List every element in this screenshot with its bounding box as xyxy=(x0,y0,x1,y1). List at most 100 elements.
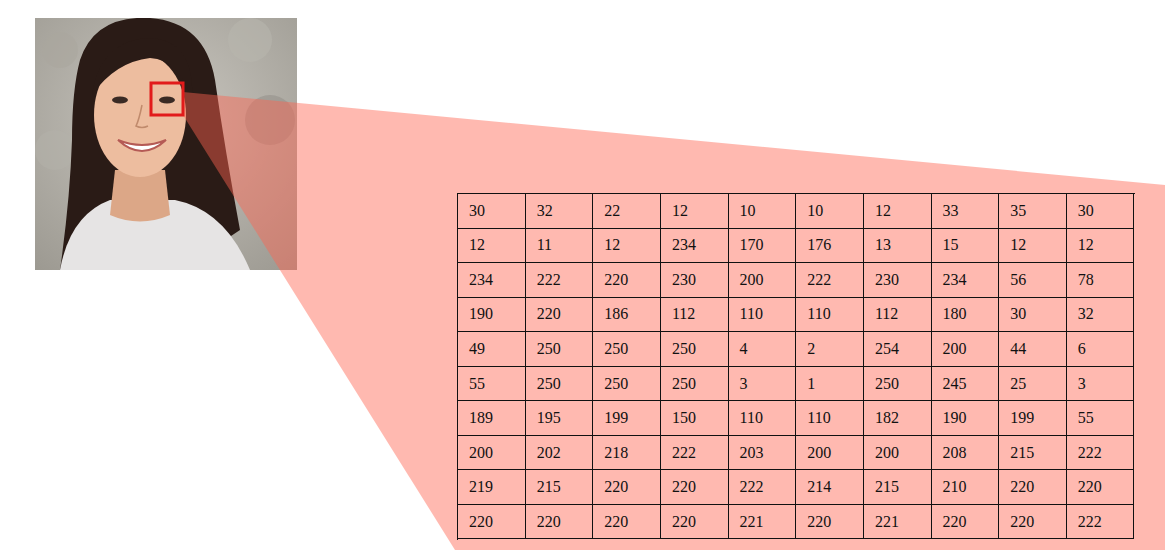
table-cell: 11 xyxy=(526,229,594,264)
pixel-value: 190 xyxy=(943,409,967,427)
pixel-value: 245 xyxy=(943,375,967,393)
table-cell: 203 xyxy=(729,436,797,471)
table-cell: 220 xyxy=(593,505,661,540)
pixel-value: 78 xyxy=(1078,271,1094,289)
table-cell: 12 xyxy=(661,194,729,229)
table-cell: 208 xyxy=(932,436,1000,471)
pixel-value: 222 xyxy=(807,271,831,289)
table-cell: 200 xyxy=(796,436,864,471)
table-cell: 78 xyxy=(1067,263,1135,298)
pixel-value: 250 xyxy=(604,340,628,358)
pixel-value: 222 xyxy=(1078,513,1102,531)
pixel-table: 3032221210101233353012111223417017613151… xyxy=(457,193,1135,540)
pixel-value: 215 xyxy=(1010,444,1034,462)
table-cell: 250 xyxy=(593,332,661,367)
pixel-value: 15 xyxy=(943,236,959,254)
table-cell: 245 xyxy=(932,367,1000,402)
pixel-value: 35 xyxy=(1010,202,1026,220)
table-cell: 110 xyxy=(796,298,864,333)
pixel-value: 220 xyxy=(943,513,967,531)
pixel-value: 234 xyxy=(469,271,493,289)
table-cell: 12 xyxy=(864,194,932,229)
pixel-value: 22 xyxy=(604,202,620,220)
pixel-value: 30 xyxy=(1010,305,1026,323)
pixel-value: 200 xyxy=(943,340,967,358)
pixel-value: 220 xyxy=(1010,513,1034,531)
table-cell: 215 xyxy=(999,436,1067,471)
pixel-value: 200 xyxy=(875,444,899,462)
table-cell: 250 xyxy=(864,367,932,402)
table-cell: 110 xyxy=(729,401,797,436)
pixel-value: 220 xyxy=(672,513,696,531)
table-cell: 110 xyxy=(729,298,797,333)
pixel-value: 222 xyxy=(537,271,561,289)
table-cell: 6 xyxy=(1067,332,1135,367)
pixel-value: 210 xyxy=(943,478,967,496)
table-cell: 55 xyxy=(458,367,526,402)
table-cell: 250 xyxy=(593,367,661,402)
table-cell: 33 xyxy=(932,194,1000,229)
table-cell: 220 xyxy=(999,470,1067,505)
table-cell: 12 xyxy=(999,229,1067,264)
table-cell: 25 xyxy=(999,367,1067,402)
pixel-value: 250 xyxy=(604,375,628,393)
table-cell: 189 xyxy=(458,401,526,436)
pixel-value: 30 xyxy=(469,202,485,220)
pixel-value: 10 xyxy=(807,202,823,220)
pixel-value: 2 xyxy=(807,340,815,358)
table-cell: 220 xyxy=(932,505,1000,540)
table-cell: 12 xyxy=(593,229,661,264)
table-cell: 12 xyxy=(1067,229,1135,264)
pixel-value: 56 xyxy=(1010,271,1026,289)
pixel-value: 208 xyxy=(943,444,967,462)
table-cell: 222 xyxy=(796,263,864,298)
table-cell: 200 xyxy=(458,436,526,471)
pixel-value: 150 xyxy=(672,409,696,427)
table-cell: 110 xyxy=(796,401,864,436)
table-cell: 215 xyxy=(526,470,594,505)
pixel-value: 170 xyxy=(740,236,764,254)
pixel-value: 4 xyxy=(740,340,748,358)
pixel-value: 222 xyxy=(740,478,764,496)
pixel-value: 222 xyxy=(1078,444,1102,462)
pixel-value: 220 xyxy=(537,513,561,531)
pixel-value: 230 xyxy=(875,271,899,289)
table-cell: 15 xyxy=(932,229,1000,264)
table-cell: 112 xyxy=(864,298,932,333)
table-cell: 200 xyxy=(729,263,797,298)
pixel-value: 250 xyxy=(537,375,561,393)
pixel-value: 220 xyxy=(604,478,628,496)
pixel-value: 199 xyxy=(604,409,628,427)
pixel-value: 55 xyxy=(1078,409,1094,427)
table-cell: 202 xyxy=(526,436,594,471)
table-cell: 234 xyxy=(458,263,526,298)
table-cell: 30 xyxy=(999,298,1067,333)
table-cell: 220 xyxy=(526,505,594,540)
pixel-value: 110 xyxy=(740,409,763,427)
pixel-value: 250 xyxy=(672,340,696,358)
table-cell: 220 xyxy=(661,470,729,505)
pixel-value: 254 xyxy=(875,340,899,358)
pixel-value: 49 xyxy=(469,340,485,358)
table-cell: 3 xyxy=(729,367,797,402)
pixel-value: 250 xyxy=(875,375,899,393)
table-cell: 199 xyxy=(999,401,1067,436)
table-cell: 219 xyxy=(458,470,526,505)
table-cell: 56 xyxy=(999,263,1067,298)
pixel-value: 3 xyxy=(1078,375,1086,393)
pixel-value: 176 xyxy=(807,236,831,254)
pixel-value: 218 xyxy=(604,444,628,462)
table-cell: 230 xyxy=(661,263,729,298)
table-cell: 222 xyxy=(1067,436,1135,471)
pixel-value: 221 xyxy=(875,513,899,531)
table-cell: 49 xyxy=(458,332,526,367)
table-cell: 12 xyxy=(458,229,526,264)
table-cell: 190 xyxy=(932,401,1000,436)
table-cell: 222 xyxy=(661,436,729,471)
pixel-value: 220 xyxy=(807,513,831,531)
pixel-value: 220 xyxy=(537,305,561,323)
pixel-value: 200 xyxy=(807,444,831,462)
table-cell: 176 xyxy=(796,229,864,264)
table-cell: 215 xyxy=(864,470,932,505)
